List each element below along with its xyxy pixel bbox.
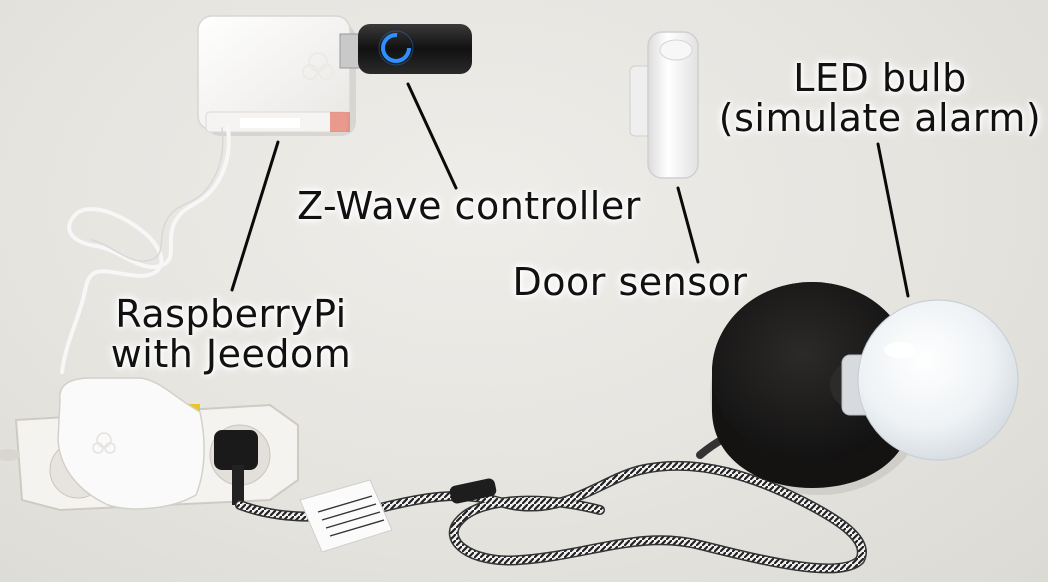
label-raspberry-line2: with Jeedom [110,332,352,377]
label-door-sensor: Door sensor [512,260,748,304]
door-sensor [629,31,699,179]
annotation-pointers [230,82,910,298]
cable-tag [299,479,393,553]
zwave-glow-ring-icon [381,33,411,63]
label-led-bulb: LED bulb (simulate alarm) [712,58,1048,139]
zwave-controller-stick [339,24,472,74]
lamp-plug [214,430,258,505]
pointer-raspberry [230,140,280,292]
pointer-zwave [406,82,458,190]
pointer-door-sensor [676,186,700,264]
raspberry-logo-icon [92,432,116,454]
raspberry-logo-icon [302,52,334,80]
label-led-bulb-line1: LED bulb [793,56,967,100]
pi-power-adapter [57,377,205,510]
label-raspberry: RaspberryPi with Jeedom [86,294,376,375]
label-raspberry-line1: RaspberryPi [115,292,347,336]
pointer-led-bulb [876,142,910,298]
led-bulb [841,299,1019,461]
label-led-bulb-line2: (simulate alarm) [718,96,1042,141]
raspberry-pi-case [197,15,351,133]
pi-power-cable [60,126,231,374]
label-zwave: Z-Wave controller [297,184,641,228]
